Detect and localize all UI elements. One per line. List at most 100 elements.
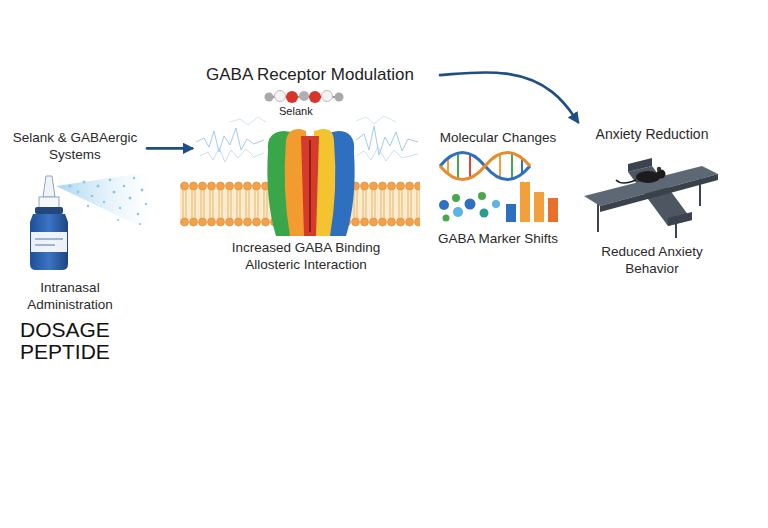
spray-panel: Intranasal Administration — [15, 172, 127, 317]
plus-maze-illustration — [636, 171, 660, 183]
molecular-changes-illustration — [548, 198, 558, 222]
selank-molecule — [265, 91, 344, 104]
overlay-label: DOSAGE — [20, 318, 110, 341]
receptor-illustration — [309, 91, 321, 103]
nasal-spray — [30, 214, 68, 270]
molecular-changes-illustration — [492, 200, 500, 208]
nasal-spray — [96, 184, 99, 187]
node-title: Selank & GABAergic Systems — [5, 130, 145, 164]
nasal-spray — [123, 185, 126, 188]
node-title: Molecular Changes — [428, 130, 568, 147]
molecular-changes-illustration — [443, 215, 450, 222]
nasal-spray — [145, 203, 147, 205]
molecular-changes-illustration — [506, 204, 516, 222]
molecular-changes-illustration — [499, 155, 501, 177]
receptor-illustration — [265, 93, 274, 102]
molecular-changes-illustration — [520, 182, 530, 222]
nasal-spray — [103, 201, 105, 203]
node-title: Anxiety Reduction — [578, 126, 726, 144]
plus-maze-illustration — [584, 158, 718, 238]
nasal-spray — [133, 177, 135, 179]
molecular-changes-illustration — [452, 194, 460, 202]
receptor-illustration — [322, 91, 333, 102]
receptor-panel: Increased GABA Binding Allosteric Intera… — [192, 95, 420, 277]
molecular-changes-illustration — [534, 192, 544, 222]
receptor-illustration — [180, 91, 420, 237]
node-caption: Reduced Anxiety Behavior — [590, 244, 714, 278]
molecular-changes-illustration — [465, 199, 476, 210]
nasal-spray — [119, 207, 121, 209]
spray-droplets — [68, 177, 147, 225]
nasal-spray — [141, 189, 144, 192]
nasal-spray — [139, 223, 141, 225]
maze-wall — [628, 158, 652, 172]
nasal-spray — [83, 181, 86, 184]
nasal-spray — [35, 238, 63, 240]
receptor-illustration — [299, 91, 309, 101]
bar-chart — [506, 182, 558, 222]
plus-maze-illustration — [597, 204, 599, 232]
nasal-spray — [43, 176, 55, 197]
node-caption: GABA Marker Shifts — [428, 231, 568, 248]
molecular-changes-illustration — [480, 209, 489, 218]
nasal-spray — [35, 244, 55, 246]
nasal-spray — [117, 219, 119, 221]
spray-mist — [56, 172, 152, 232]
receptor-illustration — [200, 148, 264, 162]
maze-arm-edge — [600, 174, 718, 212]
receptor-illustration — [335, 93, 344, 102]
nasal-spray — [129, 197, 132, 200]
nasal-spray — [35, 207, 63, 214]
node-title: GABA Receptor Modulation — [185, 64, 435, 85]
receptor-illustration — [275, 91, 286, 102]
molecular-changes-illustration — [511, 154, 513, 178]
nasal-spray — [113, 191, 116, 194]
receptor-illustration — [230, 117, 266, 125]
molecular-changes-illustration — [440, 153, 530, 180]
receptor-illustration — [356, 116, 396, 124]
nasal-spray — [30, 172, 152, 270]
node-title: Intranasal Administration — [15, 280, 125, 314]
heading-node: GABA Receptor Modulation — [185, 62, 437, 88]
receptor-illustration — [196, 128, 264, 152]
molecule-dots — [439, 192, 500, 222]
mouse — [616, 167, 666, 183]
nasal-spray — [77, 191, 80, 194]
receptor-channel — [301, 136, 319, 236]
nasal-spray — [109, 179, 112, 182]
nasal-spray — [31, 232, 67, 252]
molecular-changes-illustration — [457, 154, 459, 178]
nasal-spray — [39, 197, 59, 208]
molecular-panel: Molecular ChangesGABA Marker Shifts — [428, 128, 570, 251]
molecular-changes-illustration — [478, 192, 486, 200]
receptor-illustration — [356, 126, 418, 155]
plus-maze-illustration — [675, 224, 677, 238]
nasal-spray — [91, 195, 94, 198]
text-node: Selank & GABAergic Systems — [5, 130, 147, 167]
nasal-spray — [68, 184, 71, 187]
receptor-illustration — [356, 147, 418, 161]
receptor-pore — [309, 140, 311, 232]
molecular-changes-illustration — [439, 200, 449, 210]
connector-arrow — [147, 147, 192, 150]
nasal-spray — [87, 205, 89, 207]
molecular-changes-illustration — [469, 155, 471, 177]
connector-arrow — [440, 72, 578, 122]
plus-maze-illustration — [657, 167, 661, 171]
maze-wall — [668, 212, 692, 226]
maze-arm — [584, 166, 718, 206]
node-title: Increased GABA Binding Allosteric Intera… — [206, 240, 406, 274]
molecule-label: Selank — [277, 105, 315, 117]
molecular-changes-illustration — [440, 153, 530, 180]
behavior-panel: Anxiety ReductionReduced Anxiety Behavio… — [578, 122, 728, 281]
molecular-changes-illustration — [439, 153, 558, 223]
dna-helix — [440, 153, 530, 180]
receptor-illustration — [286, 91, 298, 103]
nasal-spray — [137, 213, 140, 216]
overlay-label: PEPTIDE — [20, 340, 110, 363]
plus-maze-illustration — [616, 180, 636, 183]
molecular-changes-illustration — [453, 207, 463, 217]
